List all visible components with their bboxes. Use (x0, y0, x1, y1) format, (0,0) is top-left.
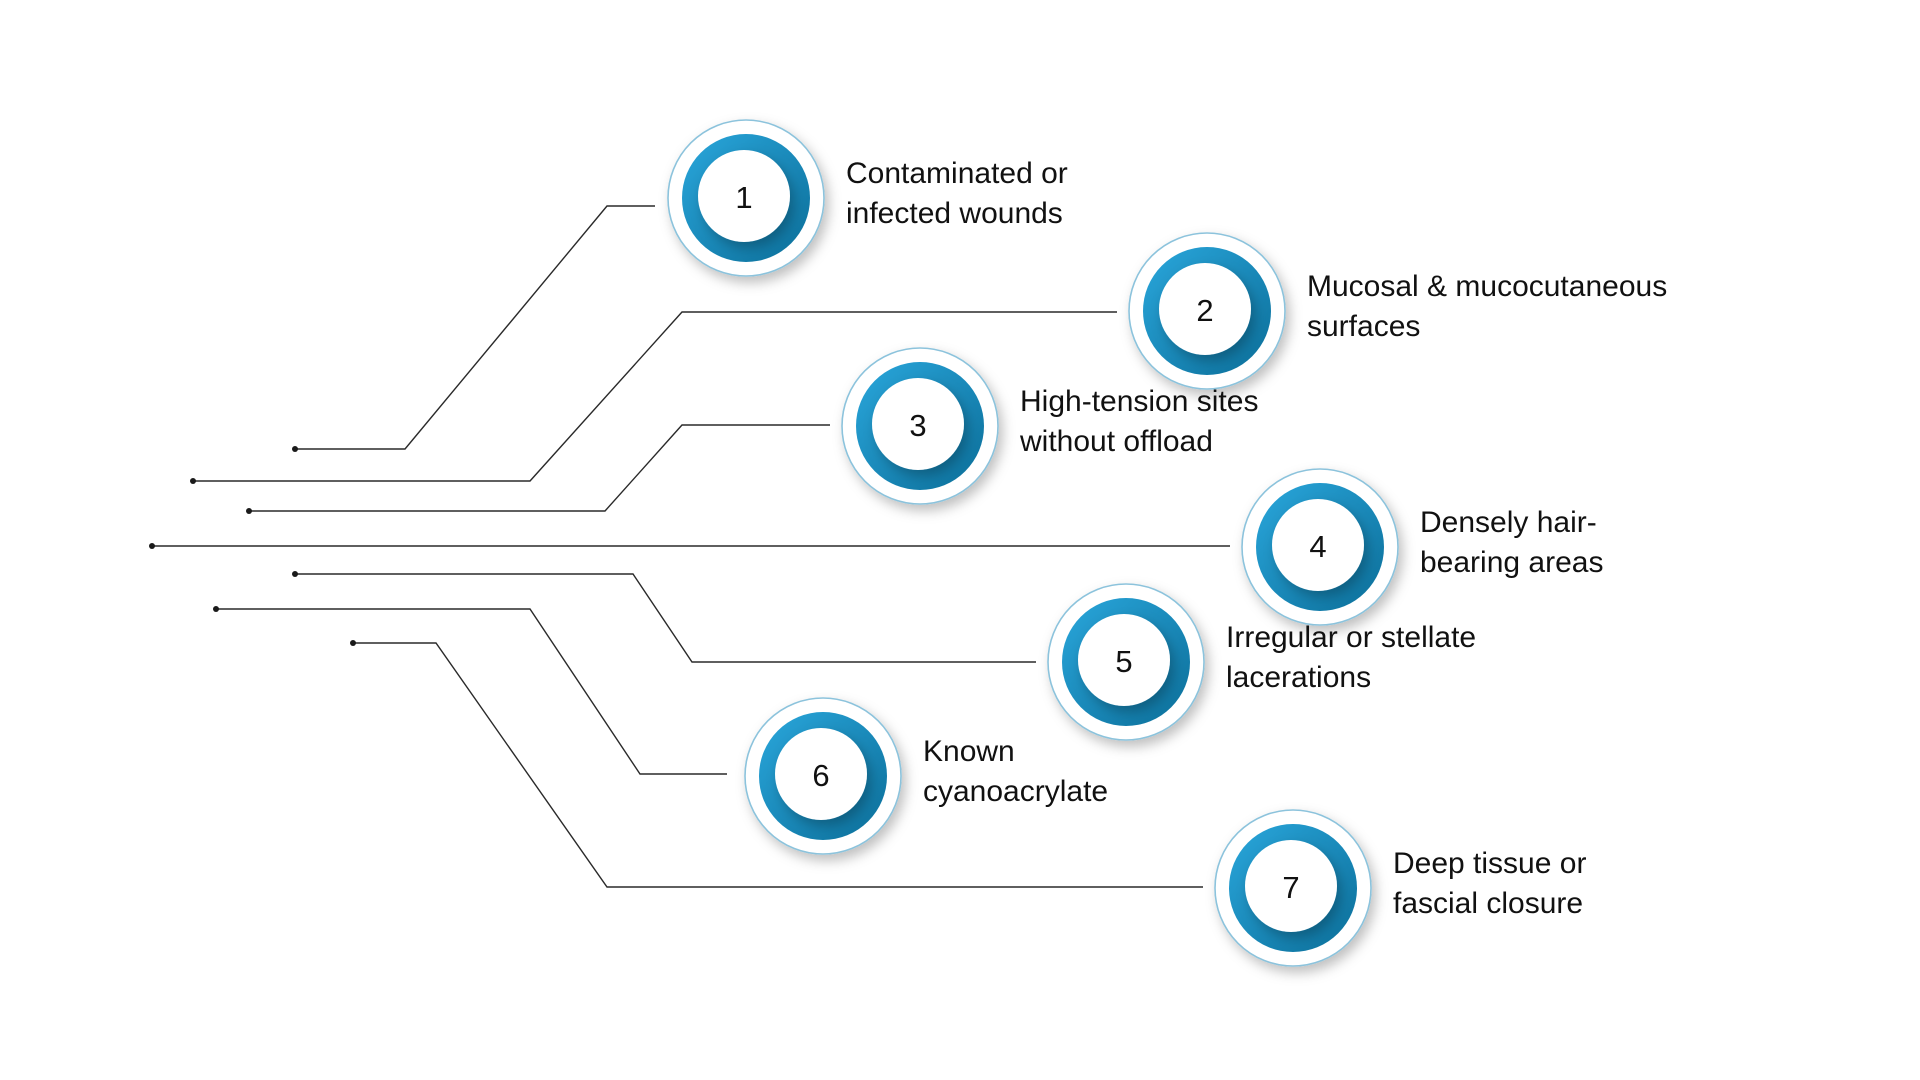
item-label-line: Deep tissue or (1393, 847, 1587, 880)
item-label-line: Contaminated or (846, 157, 1068, 190)
connector-endpoint-7 (350, 640, 356, 646)
connector-endpoint-3 (246, 508, 252, 514)
item-label-line: High-tension sites (1020, 385, 1259, 418)
node-number: 2 (1196, 293, 1213, 328)
connector-line-2 (193, 311, 1117, 482)
node-number: 5 (1115, 644, 1132, 679)
item-label-line: Known (923, 735, 1015, 768)
node-number: 3 (909, 408, 926, 443)
connector-line-5 (295, 573, 1036, 663)
node-inner (1245, 840, 1337, 932)
item-label-6: Known cyanoacrylate (923, 732, 1108, 812)
node-inner (872, 378, 964, 470)
connector-lines (149, 205, 1230, 888)
connector-endpoint-4 (149, 543, 155, 549)
node-inner (1272, 499, 1364, 591)
node-5: 5 (1047, 583, 1205, 741)
connector-endpoint-6 (213, 606, 219, 612)
node-number: 4 (1309, 529, 1326, 564)
connector-line-7 (353, 642, 1203, 888)
numbered-nodes: 1 2 3 4 5 6 7 (667, 119, 1399, 967)
item-label-line: infected wounds (846, 197, 1063, 230)
node-2: 2 (1128, 232, 1286, 390)
node-3: 3 (841, 347, 999, 505)
connector-line-3 (249, 424, 830, 512)
item-label-line: bearing areas (1420, 546, 1604, 579)
connector-line-6 (216, 608, 727, 775)
item-label-line: surfaces (1307, 310, 1421, 343)
item-label-line: cyanoacrylate (923, 775, 1109, 808)
connector-line-1 (295, 205, 655, 450)
node-1: 1 (667, 119, 825, 277)
node-inner (1159, 263, 1251, 355)
item-label-3: High-tension sites without offload (1020, 382, 1258, 462)
item-label-line: lacerations (1226, 661, 1372, 694)
node-inner (775, 728, 867, 820)
item-label-1: Contaminated or infected wounds (846, 154, 1068, 234)
node-4: 4 (1241, 468, 1399, 626)
item-label-line: Mucosal & mucocutaneous (1307, 270, 1668, 303)
node-number: 6 (812, 758, 829, 793)
item-label-5: Irregular or stellate lacerations (1226, 618, 1476, 698)
node-inner (698, 150, 790, 242)
item-label-line: Densely hair- (1420, 506, 1597, 539)
node-number: 1 (735, 180, 752, 215)
node-7: 7 (1214, 809, 1372, 967)
item-label-line: Irregular or stellate (1226, 621, 1477, 654)
connector-endpoint-2 (190, 478, 196, 484)
item-label-2: Mucosal & mucocutaneous surfaces (1307, 267, 1667, 347)
node-number: 7 (1282, 870, 1299, 905)
item-label-4: Densely hair-bearing areas (1420, 503, 1603, 583)
node-inner (1078, 614, 1170, 706)
item-label-line: without offload (1020, 425, 1213, 458)
connector-endpoint-1 (292, 446, 298, 452)
item-label-line: fascial closure (1393, 887, 1584, 920)
connector-endpoint-5 (292, 571, 298, 577)
item-label-7: Deep tissue or fascial closure (1393, 844, 1586, 924)
node-6: 6 (744, 697, 902, 855)
